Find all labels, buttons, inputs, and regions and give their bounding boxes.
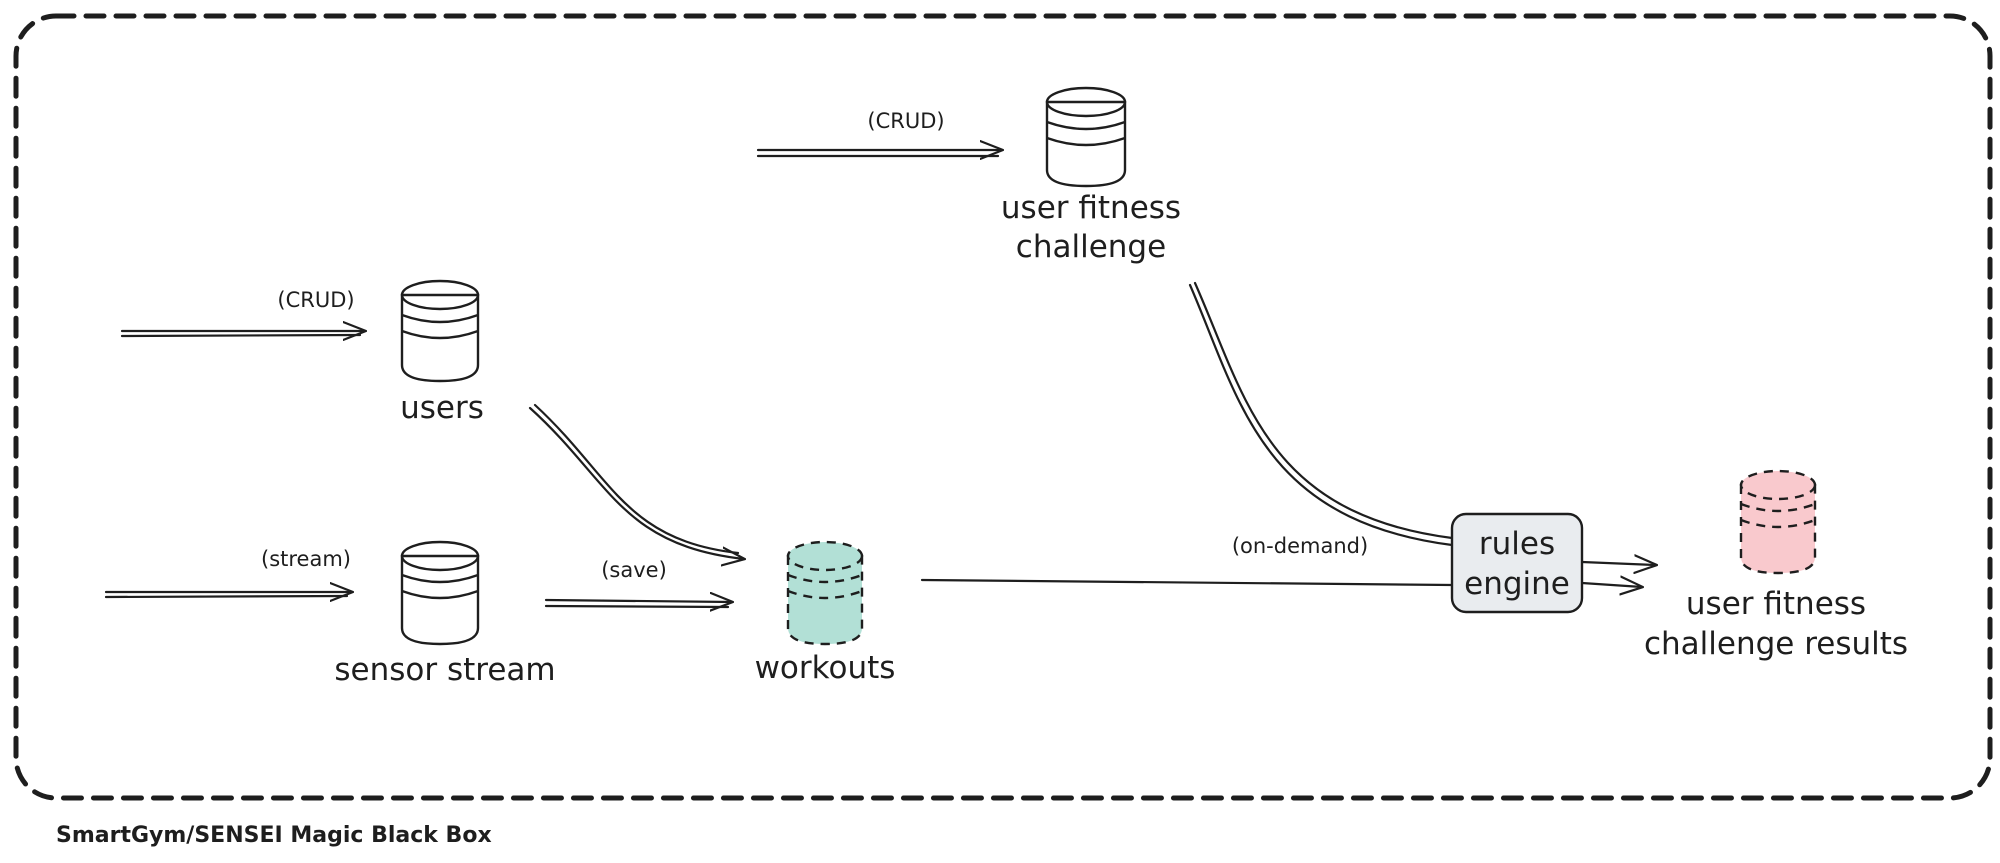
cylinder-ring-users-2 bbox=[401, 329, 479, 340]
cylinder-ring-workouts-1 bbox=[787, 573, 863, 584]
database-user-fitness-challenge bbox=[1045, 86, 1127, 188]
cylinder-body-challenge bbox=[1045, 100, 1127, 188]
cylinder-body-results bbox=[1739, 483, 1817, 575]
node-label-results-line2: challenge results bbox=[1644, 626, 1908, 662]
edge-stream-to-sensor-shadow bbox=[104, 594, 349, 599]
stream-sensor bbox=[400, 540, 480, 646]
cylinder-top-workouts bbox=[786, 540, 864, 572]
edge-challenge-to-rules-engine bbox=[1188, 283, 1454, 547]
database-challenge-results bbox=[1739, 469, 1817, 575]
rules-engine-label-line2: engine bbox=[1464, 566, 1570, 602]
edge-label-on-demand: (on-demand) bbox=[1232, 534, 1368, 558]
node-label-workouts: workouts bbox=[755, 650, 896, 686]
cylinder-top-results bbox=[1739, 469, 1817, 501]
cylinder-body-workouts bbox=[786, 554, 864, 646]
cylinder-ring-sensor-2 bbox=[401, 589, 479, 600]
cylinder-ring-sensor-1 bbox=[401, 573, 479, 584]
rules-engine-box bbox=[1450, 512, 1584, 614]
edge-users-to-workouts-shadow bbox=[533, 403, 740, 555]
database-users bbox=[400, 279, 480, 383]
edge-label-stream: (stream) bbox=[261, 547, 351, 571]
edge-label-users-crud: (CRUD) bbox=[277, 288, 354, 312]
cylinder-body-sensor bbox=[400, 554, 480, 646]
edge-save-to-workouts bbox=[544, 600, 732, 602]
edge-crud-to-users-shadow bbox=[120, 333, 362, 338]
edge-rules-engine-to-results bbox=[1580, 562, 1656, 565]
black-box-boundary bbox=[13, 13, 1993, 801]
node-label-users: users bbox=[400, 390, 484, 426]
database-workouts bbox=[786, 540, 864, 646]
rules-engine-label-line1: rules bbox=[1479, 526, 1555, 562]
cylinder-body-users bbox=[400, 293, 480, 383]
cylinder-top-challenge bbox=[1045, 86, 1127, 118]
edge-label-save: (save) bbox=[601, 558, 667, 582]
node-label-challenge-line2: challenge bbox=[1016, 229, 1166, 265]
node-label-results-line1: user fitness bbox=[1686, 586, 1866, 622]
diagram-caption: SmartGym/SENSEI Magic Black Box bbox=[56, 823, 492, 848]
node-label-sensor-stream: sensor stream bbox=[334, 652, 555, 688]
cylinder-ring-challenge-1 bbox=[1046, 120, 1126, 131]
edge-label-challenge-crud: (CRUD) bbox=[867, 109, 944, 133]
edge-rules-engine-to-results-lower bbox=[1580, 583, 1642, 587]
cylinder-top-users bbox=[400, 279, 480, 311]
edge-save-to-workouts-shadow bbox=[544, 604, 730, 609]
cylinder-ring-workouts-2 bbox=[787, 589, 863, 600]
cylinder-ring-results-1 bbox=[1740, 502, 1816, 513]
cylinder-ring-challenge-2 bbox=[1046, 136, 1126, 147]
edge-workouts-to-rules-engine bbox=[920, 578, 1454, 587]
edge-users-to-workouts bbox=[528, 406, 744, 559]
cylinder-ring-results-2 bbox=[1740, 518, 1816, 529]
node-label-challenge-line1: user fitness bbox=[1001, 190, 1181, 226]
process-rules-engine: rules engine bbox=[1450, 512, 1584, 614]
cylinder-top-sensor bbox=[400, 540, 480, 572]
cylinder-ring-users-1 bbox=[401, 313, 479, 324]
edge-challenge-to-rules-engine-shadow bbox=[1193, 281, 1454, 540]
